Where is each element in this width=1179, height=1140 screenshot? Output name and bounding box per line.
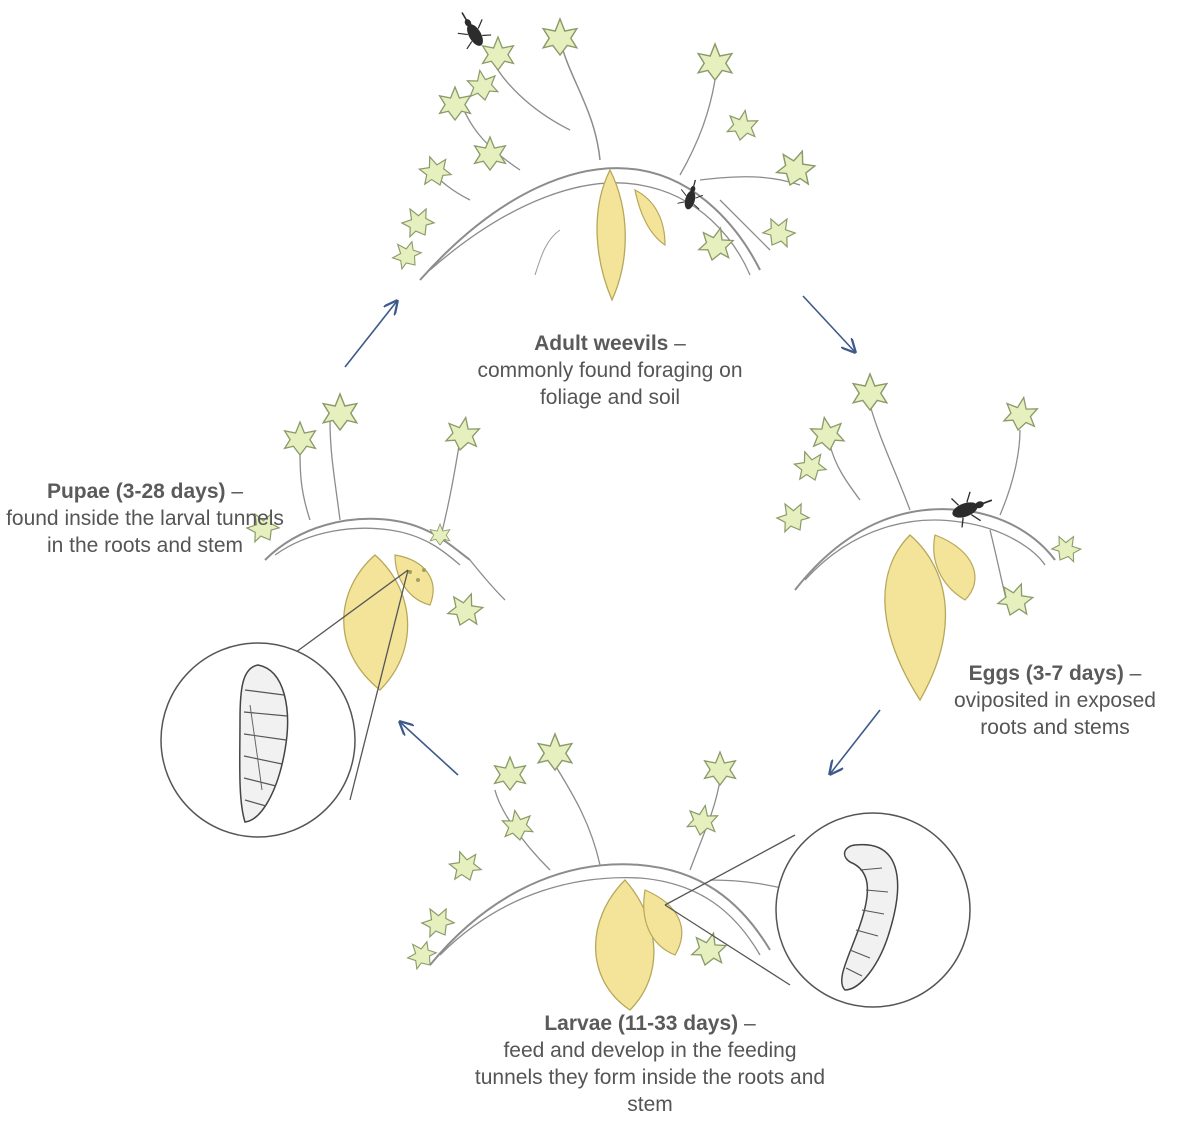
larva-zoom [665,813,970,1007]
adult-plant-illustration [388,19,818,300]
eggs-plant-illustration [773,374,1085,700]
larvae-stage-description: feed and develop in the feeding tunnels … [475,1039,825,1116]
larvae-stage-label: Larvae (11-33 days) – feed and develop i… [470,1010,830,1118]
larvae-stage-dash: – [738,1012,756,1035]
pupae-stage-duration: (3-28 days) [110,480,226,503]
cycle-arrow-icon [830,710,880,774]
weevil-icon [947,486,997,529]
cycle-arrow-icon [345,301,397,367]
weevil-icon [450,5,493,52]
adult-stage-dash: – [668,332,686,355]
weevil-icon [677,177,707,212]
pupae-stage-title: Pupae (3-28 days) [47,480,226,503]
pupae-stage-dash: – [226,480,244,503]
pupae-stage-label: Pupae (3-28 days) – found inside the lar… [0,478,290,559]
cycle-arrow-icon [803,296,855,352]
eggs-stage-duration: (3-7 days) [1020,662,1124,685]
larvae-stage-title: Larvae (11-33 days) [544,1012,738,1035]
adult-stage-title: Adult weevils [534,332,668,355]
adult-stage-description: commonly found foraging on foliage and s… [478,359,743,409]
eggs-stage-title: Eggs (3-7 days) [969,662,1124,685]
eggs-stage-dash: – [1124,662,1142,685]
pupae-stage-description: found inside the larval tunnels in the r… [6,507,284,557]
adult-stage-label: Adult weevils – commonly found foraging … [460,330,760,411]
larvae-stage-duration: (11-33 days) [612,1012,738,1035]
cycle-arrow-icon [400,722,458,775]
eggs-stage-description: oviposited in exposed roots and stems [954,689,1156,739]
eggs-stage-label: Eggs (3-7 days) – oviposited in exposed … [935,660,1175,741]
larvae-plant-illustration [403,734,790,1010]
